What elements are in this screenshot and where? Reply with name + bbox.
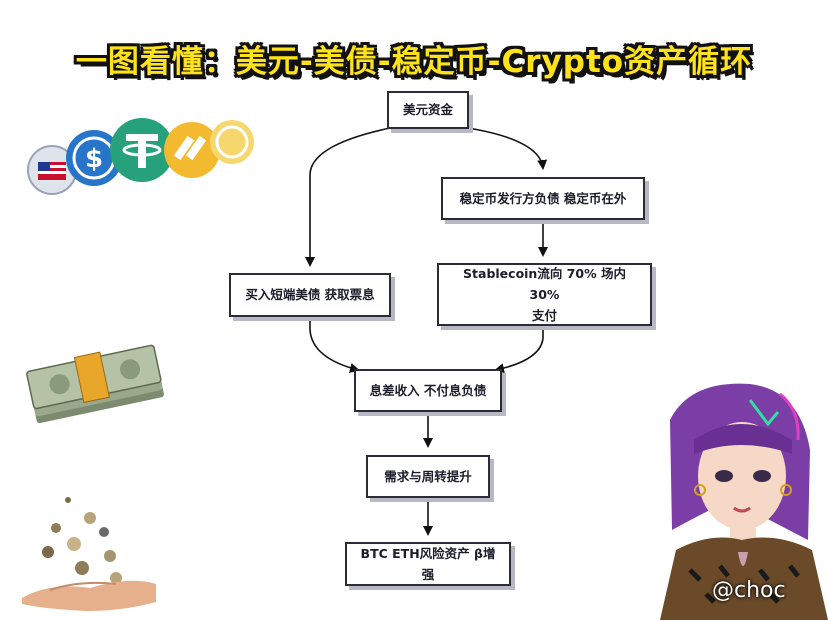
- node-usd-funds: 美元资金: [387, 91, 469, 129]
- crypto-coins-icon: $: [27, 118, 254, 195]
- node-buy-tbills-label: 买入短端美债 获取票息: [245, 287, 375, 303]
- node-stablecoin-issuer: 稳定币发行方负债 稳定币在外: [441, 177, 645, 220]
- node-stablecoin-flow-line1: Stablecoin流向 70% 场内 30%: [463, 265, 626, 302]
- node-demand-turnover-label: 需求与周转提升: [384, 468, 472, 484]
- watermark: @choc: [712, 578, 786, 603]
- node-buy-tbills: 买入短端美债 获取票息: [229, 273, 391, 317]
- node-stablecoin-issuer-label: 稳定币发行方负债 稳定币在外: [459, 190, 627, 206]
- node-demand-turnover: 需求与周转提升: [366, 455, 490, 498]
- hand-with-coins-icon: [22, 497, 156, 611]
- node-stablecoin-flow-line2: 支付: [531, 308, 557, 324]
- node-risk-assets: BTC ETH风险资产 β增强: [345, 542, 511, 586]
- node-spread-income: 息差收入 不付息负债: [354, 369, 502, 412]
- svg-text:$: $: [85, 144, 103, 174]
- cash-stack-icon: [26, 344, 164, 424]
- node-risk-assets-label: BTC ETH风险资产 β增强: [360, 545, 496, 582]
- node-stablecoin-flow: Stablecoin流向 70% 场内 30% 支付: [437, 263, 652, 326]
- avatar-illustration: [660, 383, 828, 620]
- node-usd-funds-label: 美元资金: [402, 102, 453, 118]
- page-title: 一图看懂：美元-美债-稳定币-Crypto资产循环: [75, 44, 753, 80]
- node-spread-income-label: 息差收入 不付息负债: [369, 382, 487, 398]
